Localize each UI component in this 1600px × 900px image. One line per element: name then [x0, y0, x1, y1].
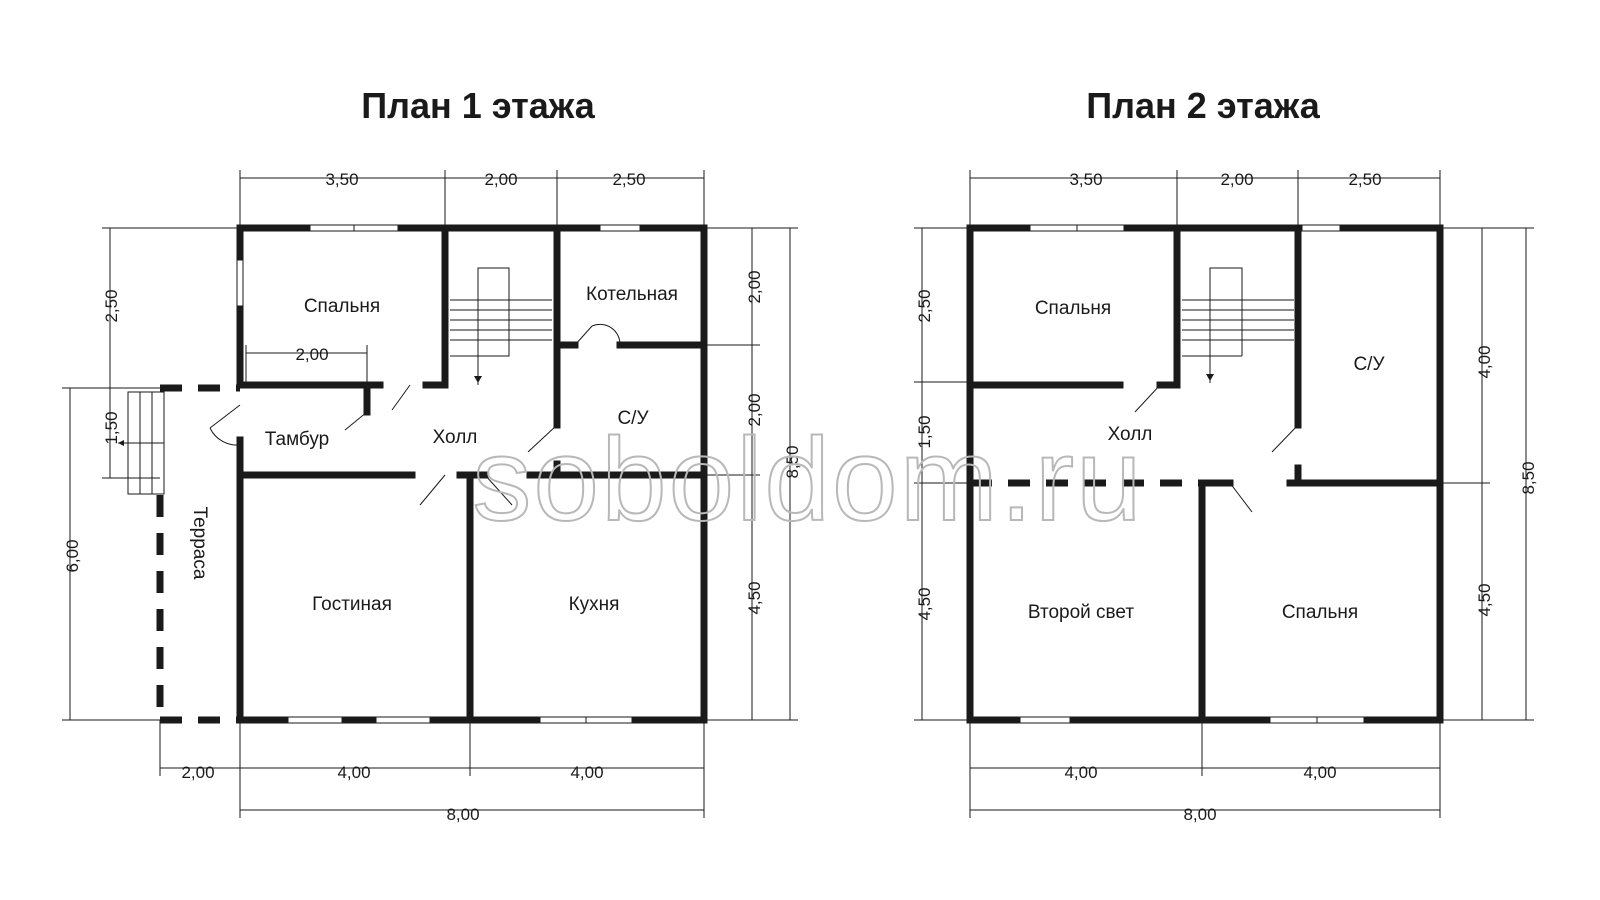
floor2-dim-left-b: 1,50: [915, 415, 934, 448]
floor2-room-bedroom-top: Спальня: [1035, 298, 1111, 319]
floor1-dim-inner-vestibule: 2,00: [295, 345, 328, 364]
floor1-window: [585, 716, 633, 724]
floor2-dim-left-a: 2,50: [915, 289, 934, 322]
floor1-room-boiler: Котельная: [586, 284, 678, 305]
floor2-dim-bottom-total: 8,00: [1183, 805, 1216, 824]
floor2-window: [1301, 224, 1341, 232]
floor1-dim-right-total: 8,50: [783, 445, 802, 478]
floor1-window: [375, 716, 431, 724]
floor1-dim-left-b: 1,50: [102, 411, 121, 444]
floor1-dim-left-total: 6,00: [63, 539, 82, 572]
floor2-bottom-dimensions: 4,00 4,00 8,00: [969, 720, 1441, 824]
floor1-window: [287, 716, 343, 724]
floor2-windows: [1019, 224, 1365, 724]
floor1-window: [599, 224, 641, 232]
floor2-dim-top-c: 2,50: [1348, 170, 1381, 189]
entry-arrow-icon: [118, 440, 124, 446]
floor1-left-dimensions: 2,50 1,50 6,00: [62, 227, 240, 721]
floor2-window: [1029, 224, 1078, 232]
watermark: soboldom.ru: [472, 414, 1143, 546]
floor2-dim-left-c: 4,50: [915, 587, 934, 620]
floor2-top-dimensions: 3,50 2,00 2,50: [969, 170, 1441, 230]
floor1-staircase: [118, 267, 552, 495]
floor2-left-dimensions: 2,50 1,50 4,50: [914, 227, 970, 721]
floor2-window: [1019, 716, 1071, 724]
floor2-right-dimensions: 4,00 4,50 8,50: [1440, 227, 1538, 721]
floor1-dim-bottom-total: 8,00: [446, 805, 479, 824]
floor1-dim-right-b: 2,00: [745, 393, 764, 426]
floor2-window: [1316, 716, 1365, 724]
floor1-room-terrace: Терраса: [189, 507, 210, 580]
floor1-dim-left-a: 2,50: [102, 289, 121, 322]
floor1-room-living: Гостиная: [312, 594, 392, 615]
floor2-dim-top-b: 2,00: [1220, 170, 1253, 189]
floor2-dim-right-a: 4,00: [1475, 345, 1494, 378]
floor1-top-dimensions: 3,50 2,00 2,50: [239, 170, 705, 230]
floor1-window: [236, 259, 244, 307]
stair-arrow-icon: [1206, 374, 1214, 381]
floor1-dim-bottom-terrace: 2,00: [181, 763, 214, 782]
floor1-title: План 1 этажа: [361, 85, 596, 126]
floor1-room-kitchen: Кухня: [569, 594, 620, 615]
floor2-window: [1076, 224, 1125, 232]
floor2-dim-right-total: 8,50: [1519, 461, 1538, 494]
stair-arrow-icon: [474, 376, 482, 383]
floor2-staircase: [1182, 267, 1294, 383]
floor2-room-bedroom-bottom: Спальня: [1282, 602, 1358, 623]
floor2-dim-bottom-a: 4,00: [1064, 763, 1097, 782]
floor2-plan: 3,50 2,00 2,50 2,50 1,50 4,50 4,00 4,50: [914, 170, 1538, 824]
floor2-room-bathroom: С/У: [1353, 354, 1385, 375]
floor1-bottom-dimensions: 2,00 4,00 4,00 8,00: [159, 720, 705, 824]
floor1-window: [309, 224, 355, 232]
floor2-title: План 2 этажа: [1086, 85, 1321, 126]
floor2-room-hall: Холл: [1108, 424, 1153, 445]
floor2-doors: [1134, 384, 1299, 513]
floor1-room-vestibule: Тамбур: [265, 429, 330, 450]
floor1-dim-top-c: 2,50: [612, 170, 645, 189]
floor2-window: [1269, 716, 1318, 724]
floor1-doors: [209, 323, 621, 506]
floor1-dim-top-a: 3,50: [325, 170, 358, 189]
floor2-dim-right-b: 4,50: [1475, 583, 1494, 616]
floor1-dim-top-b: 2,00: [484, 170, 517, 189]
floor1-room-bathroom: С/У: [617, 408, 649, 429]
floor1-windows: [236, 224, 641, 724]
floor1-plan: 3,50 2,00 2,50 2,50 1,50 6,00 2,00 2,00: [62, 170, 802, 824]
floor1-dim-bottom-a: 4,00: [337, 763, 370, 782]
floor1-room-hall: Холл: [433, 427, 478, 448]
floor1-window: [353, 224, 399, 232]
floor1-window: [539, 716, 587, 724]
floor1-dim-bottom-b: 4,00: [570, 763, 603, 782]
floor1-dim-right-a: 2,00: [745, 270, 764, 303]
floor2-dim-top-a: 3,50: [1069, 170, 1102, 189]
floor2-dim-bottom-b: 4,00: [1303, 763, 1336, 782]
floor1-room-bedroom: Спальня: [304, 296, 380, 317]
floor2-room-second-light: Второй свет: [1028, 602, 1134, 623]
floor1-dim-right-c: 4,50: [745, 581, 764, 614]
